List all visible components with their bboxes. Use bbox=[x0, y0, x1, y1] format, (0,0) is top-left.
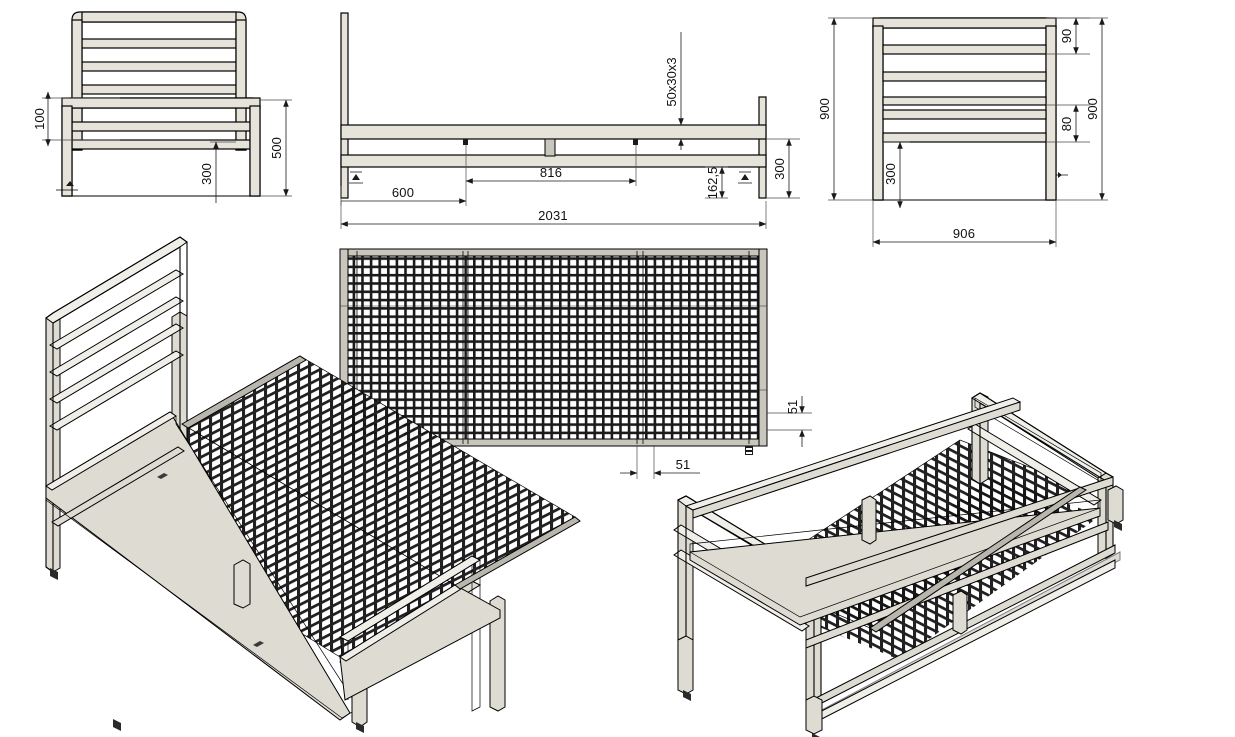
dim-label-mp-51-v: 51 bbox=[785, 400, 800, 414]
dim-label-se-1625: 162,5 bbox=[705, 167, 720, 200]
dimension-se-profile: 50x30x3 bbox=[664, 32, 684, 150]
iso-left-headboard bbox=[45, 236, 188, 574]
dimension-se-1625: 162,5 bbox=[705, 166, 728, 200]
dimension-ee-906: 906 bbox=[872, 200, 1057, 247]
view-end-elevation: 900 900 90 80 300 bbox=[817, 17, 1108, 247]
dimension-fe-300: 300 bbox=[199, 141, 236, 203]
dimension-ee-90: 90 bbox=[1046, 17, 1090, 55]
iso-left-side-rail bbox=[45, 411, 353, 721]
dimension-se-816: 816 bbox=[465, 145, 637, 186]
mesh-plan-foot-right bbox=[745, 446, 753, 455]
dim-label-se-300: 300 bbox=[772, 158, 787, 180]
dim-label-fe-500: 500 bbox=[269, 137, 284, 159]
footboard-outline bbox=[61, 97, 261, 197]
dimension-ee-80: 80 bbox=[1046, 104, 1090, 143]
headboard-outline bbox=[71, 11, 247, 151]
view-front-elevation: 100 300 500 bbox=[32, 11, 292, 203]
dimension-fe-100: 100 bbox=[32, 91, 120, 147]
foot-glyph-left bbox=[349, 171, 363, 184]
dim-label-ee-900-right: 900 bbox=[1085, 98, 1100, 120]
foot-glyph-right bbox=[738, 171, 752, 184]
view-side-elevation: 50x30x3 300 162,5 816 600 bbox=[340, 12, 800, 229]
iso-right-far-rail bbox=[684, 397, 1121, 723]
dimension-mp-51-v: 51 bbox=[767, 396, 812, 447]
dim-label-fe-300: 300 bbox=[199, 163, 214, 185]
dim-label-se-profile: 50x30x3 bbox=[664, 57, 679, 106]
dim-label-ee-80: 80 bbox=[1059, 117, 1074, 131]
view-iso-right bbox=[673, 392, 1124, 737]
dim-label-ee-300: 300 bbox=[883, 163, 898, 185]
dimension-ee-900-left: 900 bbox=[817, 17, 873, 201]
dim-label-fe-100: 100 bbox=[32, 108, 47, 130]
iso-right-near-rail bbox=[689, 499, 1109, 649]
dimension-se-600: 600 bbox=[340, 185, 467, 206]
dim-label-se-2031: 2031 bbox=[538, 208, 568, 223]
dim-label-se-600: 600 bbox=[392, 185, 414, 200]
dim-label-mp-51-h: 51 bbox=[676, 457, 691, 472]
dim-label-ee-90: 90 bbox=[1059, 29, 1074, 43]
view-iso-left bbox=[45, 236, 581, 733]
dimension-se-2031: 2031 bbox=[340, 201, 767, 229]
view-mesh-plan: 51 51 bbox=[339, 248, 812, 479]
dim-label-se-816: 816 bbox=[540, 165, 562, 180]
dim-label-ee-906: 906 bbox=[953, 226, 975, 241]
dimension-mp-51-h: 51 bbox=[620, 445, 700, 479]
dimension-ee-300: 300 bbox=[883, 141, 910, 209]
dimension-fe-500: 500 bbox=[260, 99, 292, 197]
dimension-se-300: 300 bbox=[766, 138, 800, 199]
dim-label-ee-900-left: 900 bbox=[817, 98, 832, 120]
